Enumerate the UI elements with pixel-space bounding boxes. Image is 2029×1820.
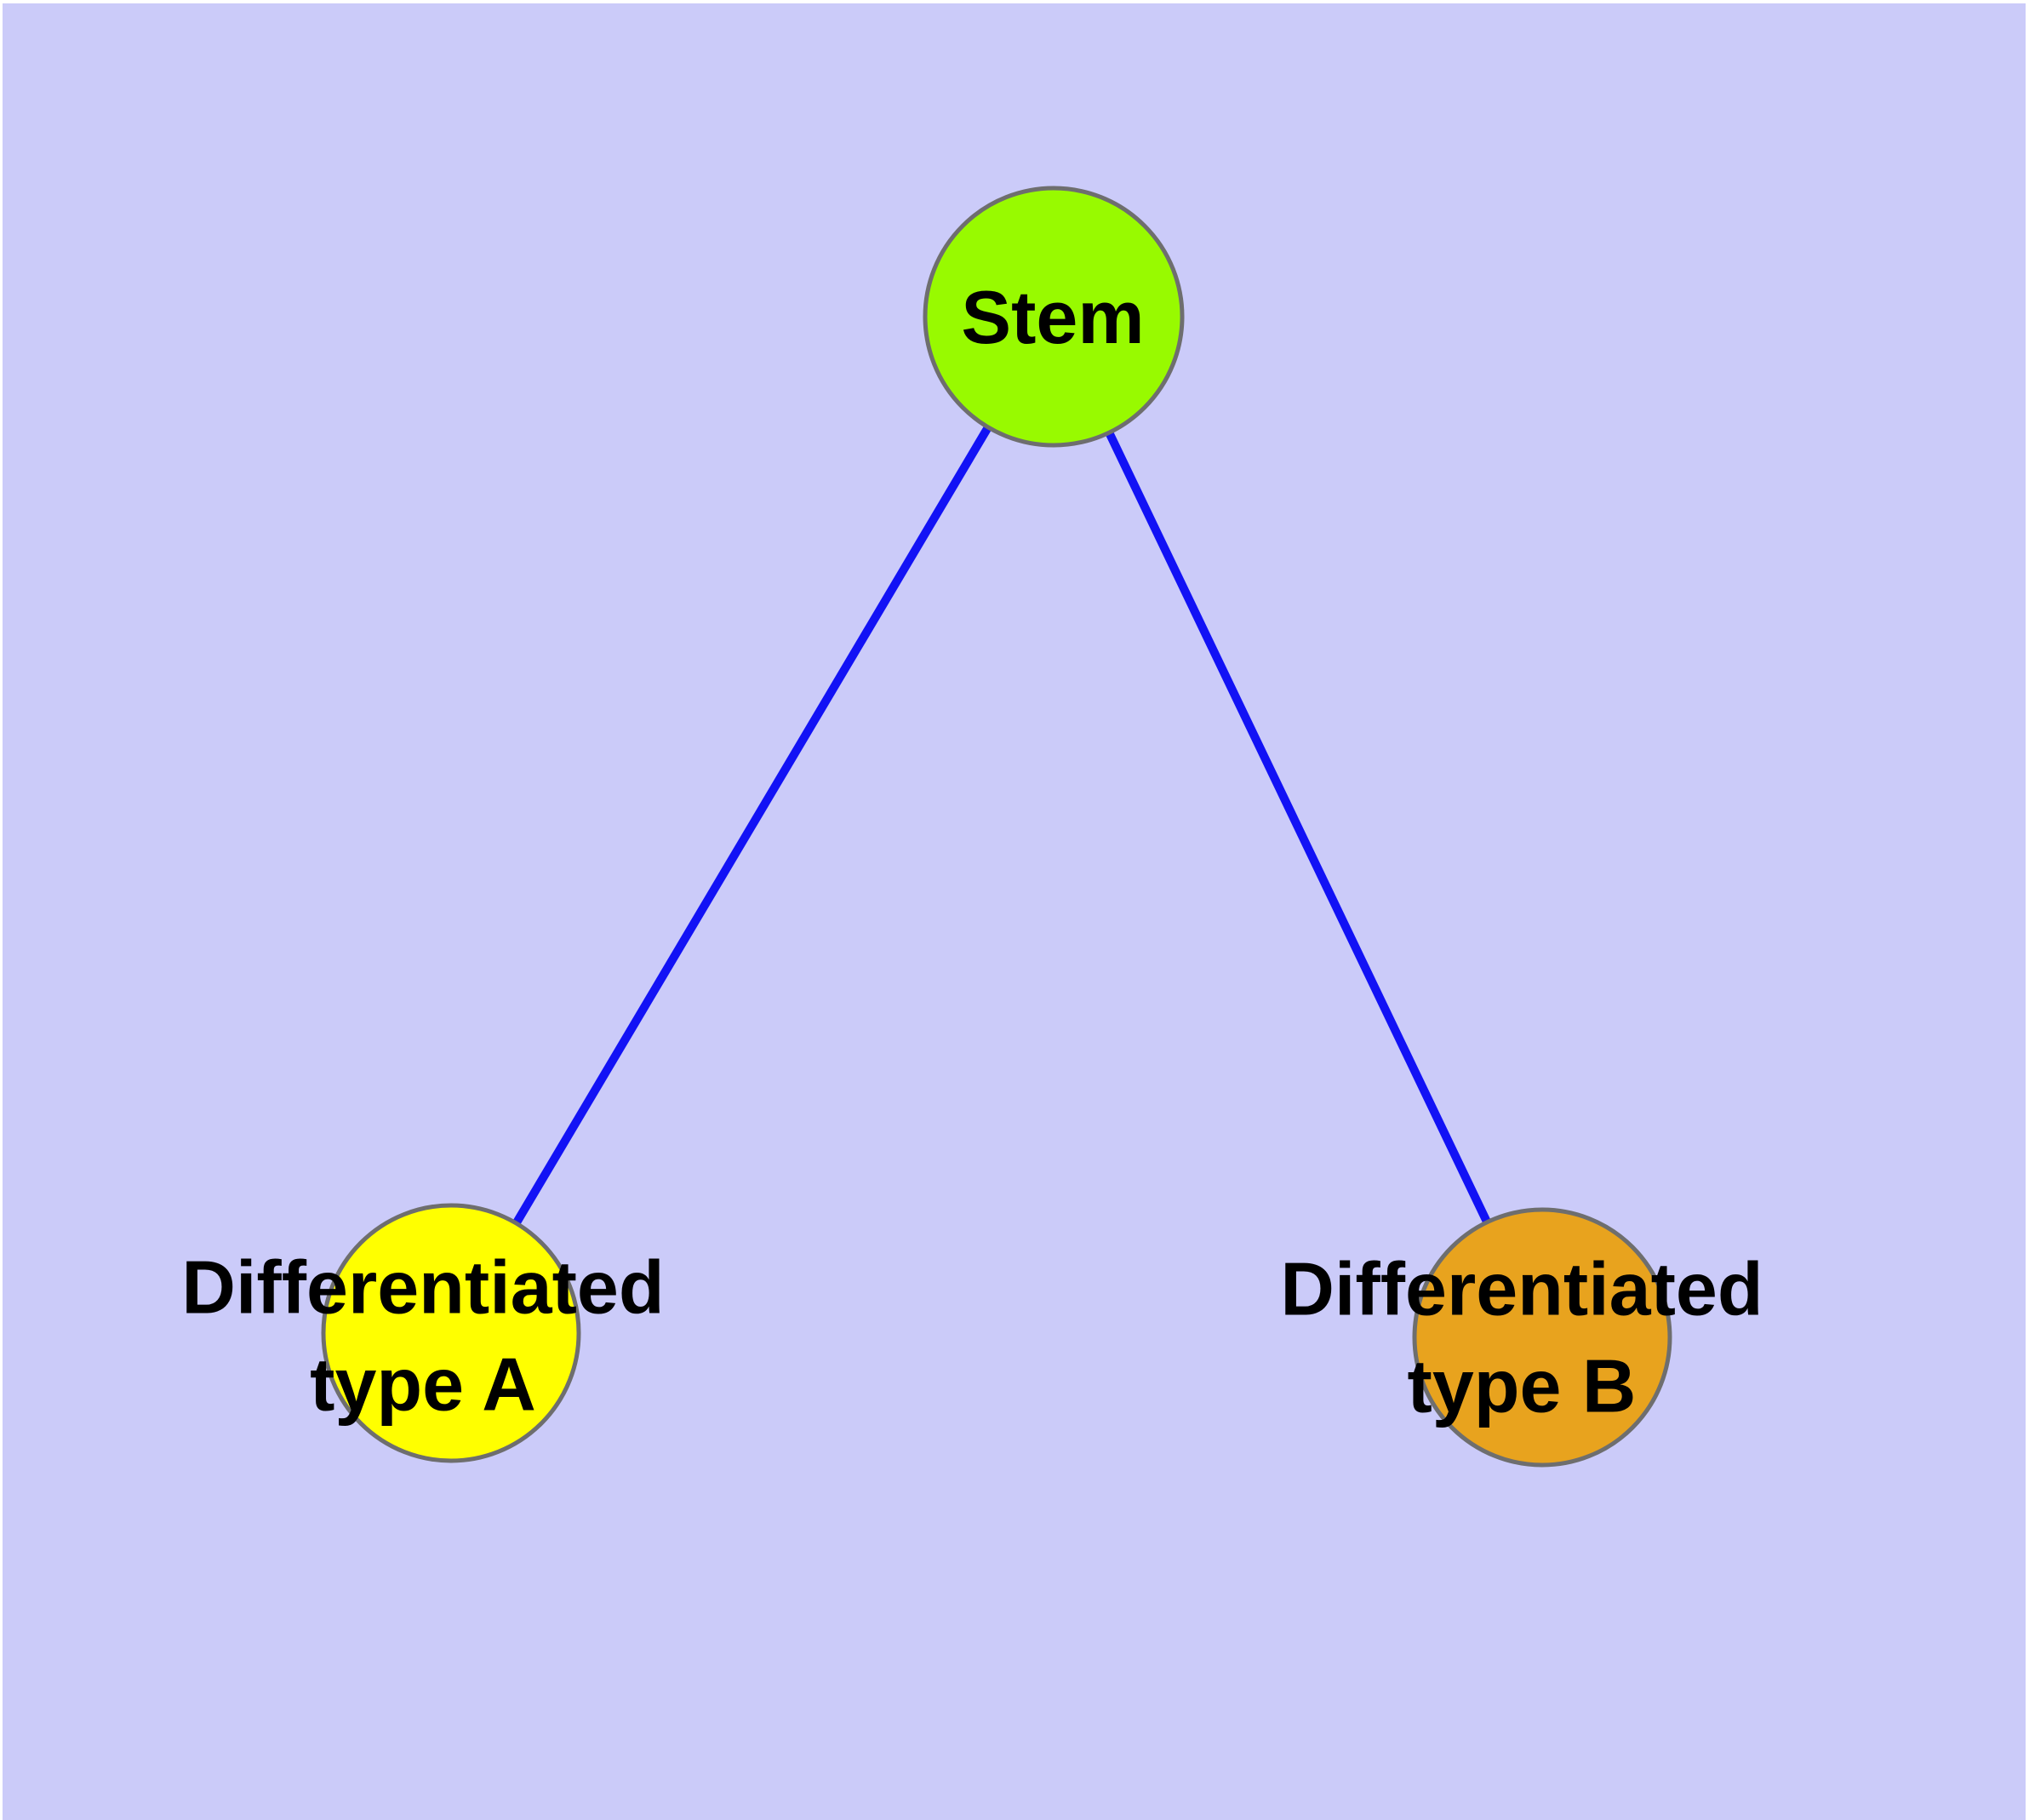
edge-stem-to-type-b [1049, 314, 1546, 1340]
node-type-a [321, 1203, 581, 1463]
node-type-b [1412, 1207, 1672, 1468]
edge-stem-to-type-a [447, 314, 1058, 1336]
node-stem [923, 186, 1185, 448]
